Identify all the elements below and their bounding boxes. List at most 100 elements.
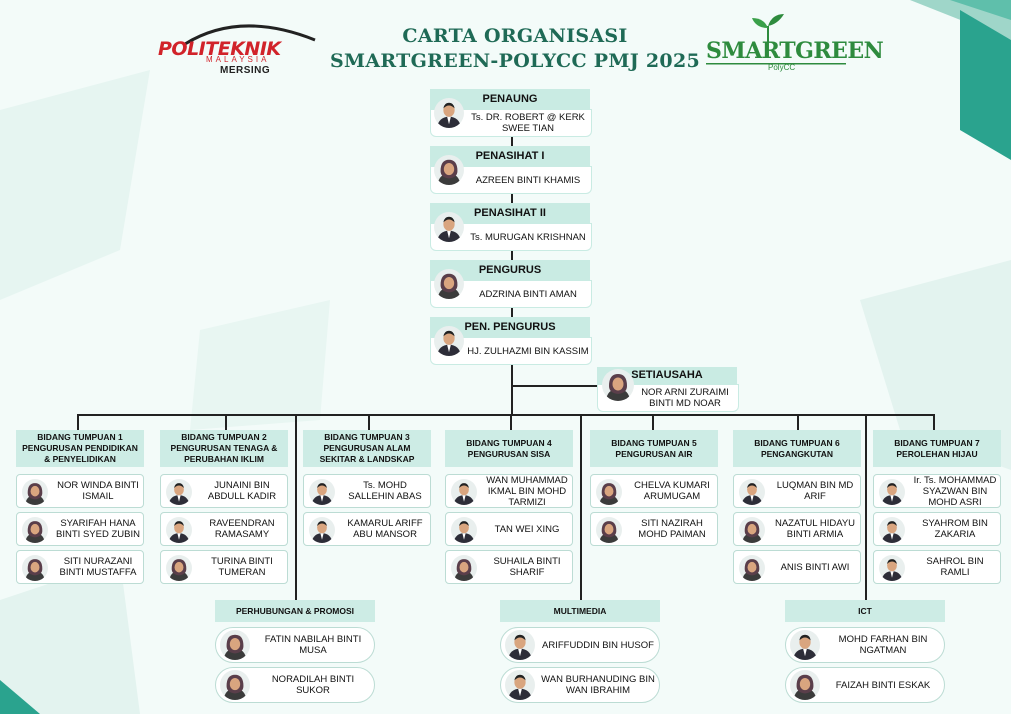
member-name: Ts. MOHD SALLEHIN ABAS [348,480,422,502]
member-name: SYARIFAH HANA BINTI SYED ZUBIN [56,518,140,540]
group-member-name: FAIZAH BINTI ESKAK [835,679,931,691]
group-member-name: WAN BURHANUDING BIN WAN IBRAHIM [541,674,655,696]
member-card: LUQMAN BIN MD ARIF [733,474,861,508]
smartgreen-sub: PolyCC [768,63,796,72]
female-avatar-icon [451,555,477,581]
chain-name-5: HJ. ZULHAZMI BIN KASSIM [467,345,589,357]
secretary-name: NOR ARNI ZURAIMI BINTI MD NOAR [641,387,729,409]
member-card: TAN WEI XING [445,512,573,546]
group-member-card: FAIZAH BINTI ESKAK [785,667,945,703]
column-header-6: BIDANG TUMPUAN 6 PENGANGKUTAN [733,430,861,467]
col3-drop-line [368,414,370,430]
multimedia-drop-line [580,414,582,600]
group-member-card: FATIN NABILAH BINTI MUSA [215,627,375,663]
member-card: NAZATUL HIDAYU BINTI ARMIA [733,512,861,546]
secretary-link-line [511,385,597,387]
member-card: SUHAILA BINTI SHARIF [445,550,573,584]
male-avatar-icon [309,517,335,543]
female-avatar-icon [596,479,622,505]
chain-name-1: Ts. DR. ROBERT @ KERK SWEE TIAN [471,112,585,134]
group-member-card: WAN BURHANUDING BIN WAN IBRAHIM [500,667,660,703]
female-hijab-avatar-icon [434,269,464,299]
title-line-1: CARTA ORGANISASI [402,25,628,47]
female-hijab-avatar-icon [434,155,464,185]
member-name: NOR WINDA BINTI ISMAIL [57,480,139,502]
female-avatar-icon [220,670,250,700]
group-header-3: ICT [785,600,945,622]
member-card: ANIS BINTI AWI [733,550,861,584]
chain-role-5: PEN. PENGURUS [430,317,590,337]
ict-drop-line [865,414,867,600]
female-avatar-icon [220,630,250,660]
member-name: TURINA BINTI TUMERAN [211,556,273,578]
male-avatar-icon [739,479,765,505]
female-avatar-icon [790,670,820,700]
female-avatar-icon [22,517,48,543]
smartgreen-wordmark: SMARTGREEN [706,38,884,64]
chain-role-1: PENAUNG [430,89,590,109]
group-member-name: ARIFFUDDIN BIN HUSOF [542,639,654,651]
male-avatar-icon [434,326,464,356]
column-header-2: BIDANG TUMPUAN 2 PENGURUSAN TENAGA & PER… [160,430,288,467]
group-member-name: MOHD FARHAN BIN NGATMAN [838,634,928,656]
member-name: RAVEENDRAN RAMASAMY [209,518,275,540]
page-title: CARTA ORGANISASI SMARTGREEN-POLYCC PMJ 2… [330,24,700,74]
member-card: NOR WINDA BINTI ISMAIL [16,474,144,508]
female-avatar-icon [739,555,765,581]
female-hijab-avatar-icon [602,369,634,401]
member-name: CHELVA KUMARI ARUMUGAM [634,480,710,502]
member-card: CHELVA KUMARI ARUMUGAM [590,474,718,508]
col2-drop-line [225,414,227,430]
title-line-2: SMARTGREEN-POLYCC PMJ 2025 [330,50,700,72]
group-member-name: NORADILAH BINTI SUKOR [271,674,355,696]
group-member-card: ARIFFUDDIN BIN HUSOF [500,627,660,663]
male-avatar-icon [434,212,464,242]
female-avatar-icon [596,517,622,543]
member-name: SUHAILA BINTI SHARIF [493,556,561,578]
group-member-name: FATIN NABILAH BINTI MUSA [264,634,362,656]
member-card: SITI NAZIRAH MOHD PAIMAN [590,512,718,546]
male-avatar-icon [166,479,192,505]
column-header-5: BIDANG TUMPUAN 5 PENGURUSAN AIR [590,430,718,467]
member-card: JUNAINI BIN ABDULL KADIR [160,474,288,508]
member-name: SYAHROM BIN ZAKARIA [922,518,988,540]
col6-drop-line [797,414,799,430]
col1-drop-line [77,414,79,430]
member-card: SYAHROM BIN ZAKARIA [873,512,1001,546]
chain-role-4: PENGURUS [430,260,590,280]
member-card: SAHROL BIN RAMLI [873,550,1001,584]
member-name: ANIS BINTI AWI [780,561,850,573]
male-suit-avatar-icon [434,98,464,128]
female-avatar-icon [22,555,48,581]
columns-bus-line [77,414,935,416]
group-member-card: NORADILAH BINTI SUKOR [215,667,375,703]
member-name: SITI NAZIRAH MOHD PAIMAN [638,518,706,540]
politeknik-wordmark: POLITEKNIK [158,38,281,60]
male-avatar-icon [505,630,535,660]
politeknik-arc-icon [184,24,316,46]
member-name: Ir. Ts. MOHAMMAD SYAZWAN BIN MOHD ASRI [913,474,997,508]
chain-name-4: ADZRINA BINTI AMAN [479,288,577,300]
male-avatar-icon [505,670,535,700]
female-avatar-icon [22,479,48,505]
column-header-7: BIDANG TUMPUAN 7 PEROLEHAN HIJAU [873,430,1001,467]
chain-name-3: Ts. MURUGAN KRISHNAN [470,231,586,243]
member-card: WAN MUHAMMAD IKMAL BIN MOHD TARMIZI [445,474,573,508]
member-card: Ir. Ts. MOHAMMAD SYAZWAN BIN MOHD ASRI [873,474,1001,508]
column-header-1: BIDANG TUMPUAN 1 PENGURUSAN PENDIDIKAN &… [16,430,144,467]
politeknik-campus: MERSING [220,65,271,76]
male-avatar-icon [451,479,477,505]
male-avatar-icon [879,517,905,543]
female-avatar-icon [739,517,765,543]
chain-name-box-5: HJ. ZULHAZMI BIN KASSIM [430,326,592,365]
member-card: RAVEENDRAN RAMASAMY [160,512,288,546]
politeknik-logo: POLITEKNIK MALAYSIA MERSING [150,14,325,80]
member-card: SITI NURAZANI BINTI MUSTAFFA [16,550,144,584]
member-card: TURINA BINTI TUMERAN [160,550,288,584]
promosi-drop-line [295,414,297,600]
member-name: WAN MUHAMMAD IKMAL BIN MOHD TARMIZI [486,474,568,508]
male-avatar-icon [879,479,905,505]
member-name: KAMARUL ARIFF ABU MANSOR [347,518,423,540]
male-avatar-icon [451,517,477,543]
chain-name-2: AZREEN BINTI KHAMIS [475,174,581,186]
